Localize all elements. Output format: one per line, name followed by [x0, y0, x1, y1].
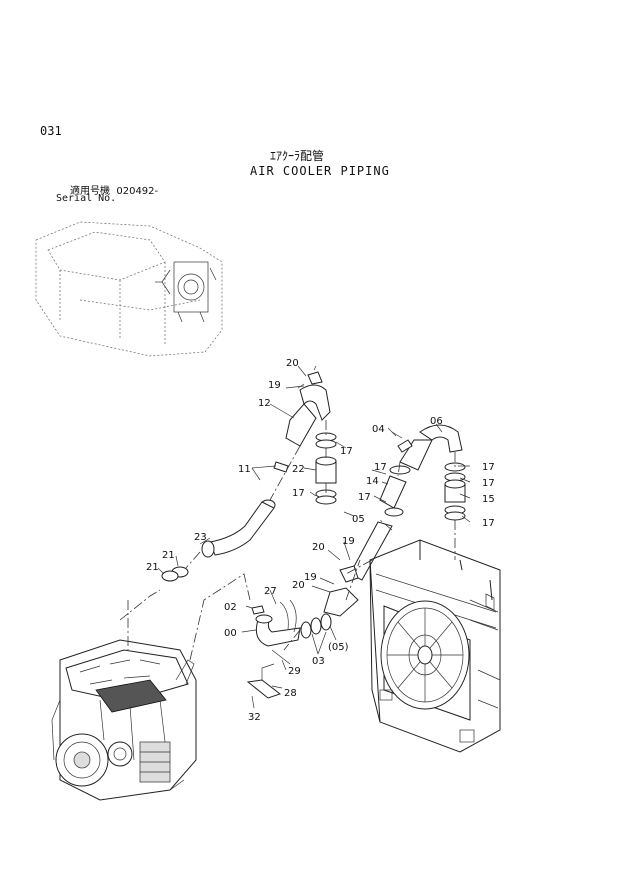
callout-labels: 20 19 12 17 22 17 11 04 06 17 14 17 17 1…: [146, 358, 495, 723]
callout-12: 12: [258, 398, 271, 409]
callout-27: 27: [264, 586, 277, 597]
callout-21b: 21: [146, 562, 159, 573]
callout-05: 05: [352, 514, 365, 525]
callout-17c: 17: [482, 462, 495, 473]
lower-pipe-group: [246, 559, 361, 699]
left-intake-pipe-group: [161, 365, 337, 582]
callout-17a: 17: [340, 446, 353, 457]
callout-28: 28: [284, 688, 297, 699]
radiator-cooler-assembly: [345, 539, 501, 753]
callout-03: 03: [312, 656, 325, 667]
callout-11: 11: [238, 464, 251, 475]
callout-17g: 17: [482, 518, 495, 529]
callout-02: 02: [224, 602, 237, 613]
callout-06: 06: [430, 416, 443, 427]
right-outlet-pipe-group: [349, 424, 466, 581]
callout-19a: 19: [268, 380, 281, 391]
serial-label-en: Serial No.: [56, 193, 117, 204]
callout-22: 22: [292, 464, 305, 475]
callout-19c: 19: [304, 572, 317, 583]
callout-17b: 17: [292, 488, 305, 499]
title-japanese: ｴｱｸｰﾗ配管: [270, 149, 325, 163]
machine-locator-sketch: [35, 221, 223, 357]
callout-23: 23: [194, 532, 207, 543]
callout-17d: 17: [374, 462, 387, 473]
callout-20b: 20: [312, 542, 325, 553]
callout-14: 14: [366, 476, 379, 487]
callout-32: 32: [248, 712, 261, 723]
callout-05-ref: (05): [328, 642, 349, 653]
page-number: 031: [40, 124, 62, 138]
callout-20a: 20: [286, 358, 299, 369]
callout-29: 29: [288, 666, 301, 677]
engine-assembly: [51, 573, 251, 801]
callout-19b: 19: [342, 536, 355, 547]
callout-17f: 17: [482, 478, 495, 489]
serial-label-jp: 適用号機: [70, 186, 110, 197]
callout-04: 04: [372, 424, 385, 435]
callout-17e: 17: [358, 492, 371, 503]
title-english: AIR COOLER PIPING: [250, 164, 390, 178]
callout-15: 15: [482, 494, 495, 505]
leader-lines: [157, 365, 471, 709]
callout-21a: 21: [162, 550, 175, 561]
callout-00: 00: [224, 628, 237, 639]
callout-20c: 20: [292, 580, 305, 591]
serial-value: 020492-: [116, 186, 159, 197]
serial-line: 適用号機 020492-: [70, 182, 158, 197]
